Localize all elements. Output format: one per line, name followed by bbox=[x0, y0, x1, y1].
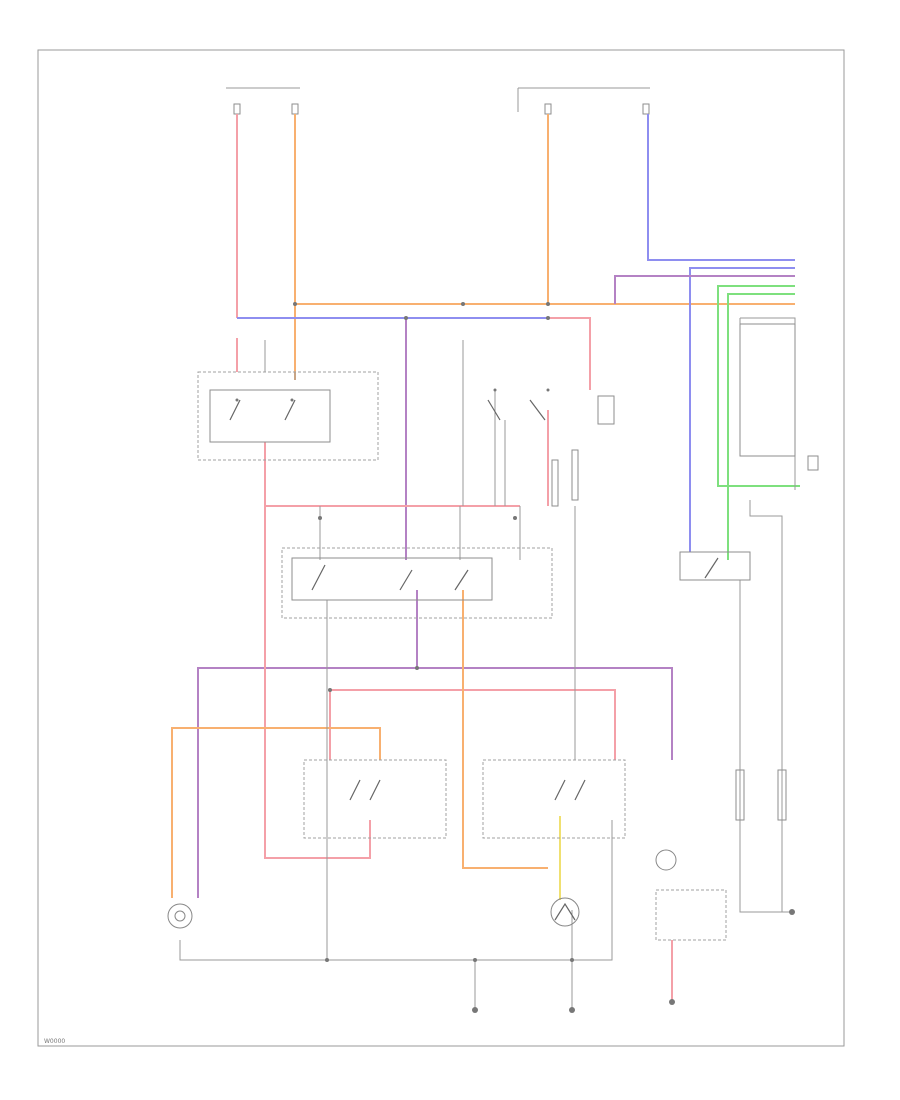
headlamp-switch bbox=[197, 371, 379, 461]
fuse-block-right bbox=[517, 87, 650, 115]
ground-3 bbox=[669, 999, 675, 1005]
right-switch bbox=[679, 551, 751, 581]
wire-blue-feed bbox=[647, 114, 795, 261]
combination-switch bbox=[281, 547, 553, 619]
wire-red-relay bbox=[548, 317, 591, 390]
control-unit bbox=[655, 889, 727, 941]
wire-orange-center bbox=[462, 590, 548, 869]
corner-code: W0000 bbox=[44, 1038, 65, 1045]
wire-blue-right-down bbox=[689, 267, 795, 552]
wire-green-1 bbox=[717, 285, 800, 487]
wire-red-right bbox=[330, 689, 616, 760]
fuse-block-left bbox=[226, 87, 300, 115]
ground-1 bbox=[472, 1007, 478, 1013]
wire-green-2 bbox=[727, 293, 795, 560]
wire-purple-top bbox=[614, 275, 795, 304]
diagram-frame bbox=[37, 49, 845, 1047]
right-lamp-module bbox=[482, 759, 626, 839]
sensor-box bbox=[739, 323, 819, 471]
lamp-left bbox=[167, 903, 193, 929]
relay-right bbox=[597, 395, 615, 425]
wire-red-loop bbox=[264, 442, 371, 859]
left-lamp-module bbox=[303, 759, 447, 839]
wire-orange-left-loop bbox=[171, 727, 381, 898]
buzzer bbox=[655, 849, 677, 871]
ground-4 bbox=[789, 909, 795, 915]
wire-purple-low bbox=[416, 590, 673, 760]
relay-center bbox=[487, 388, 550, 421]
lamp-center bbox=[550, 897, 580, 927]
ground-2 bbox=[569, 1007, 575, 1013]
wire-purple-left bbox=[197, 667, 417, 898]
